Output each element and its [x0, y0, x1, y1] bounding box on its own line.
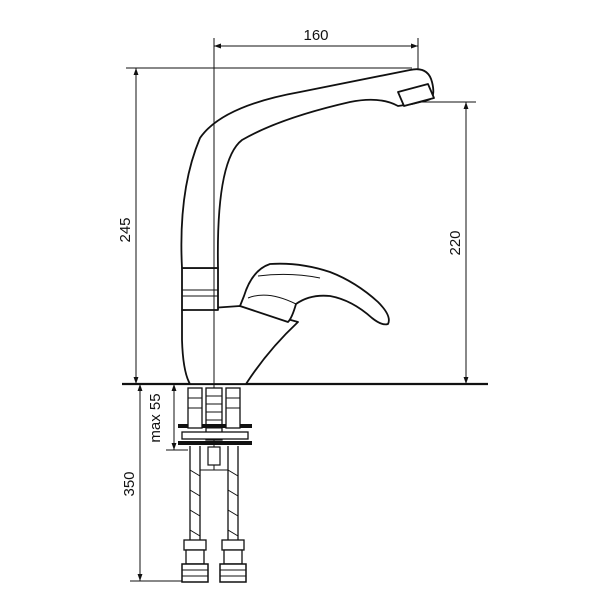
dimension-label-max-thickness: max 55 [147, 393, 164, 442]
lever-handle [239, 262, 390, 326]
dimension-label-spout-height: 220 [447, 230, 464, 255]
dimension-spout-height: 220 [418, 101, 476, 384]
dimension-label-hose-length: 350 [121, 471, 138, 496]
hose-end-fittings [181, 539, 247, 583]
dimension-hose-length: 350 [121, 384, 182, 582]
dimension-max-thickness: max 55 [147, 384, 188, 451]
faucet-body [180, 68, 435, 385]
hose-connectors-top [187, 387, 241, 429]
flexible-hoses [189, 446, 239, 540]
dimension-label-total-height: 245 [117, 217, 134, 242]
dimension-total-height: 245 [117, 67, 412, 384]
dimension-label-spout-reach: 160 [303, 27, 328, 44]
dimension-spout-reach: 160 [214, 27, 419, 70]
mounting-assembly [178, 387, 252, 466]
